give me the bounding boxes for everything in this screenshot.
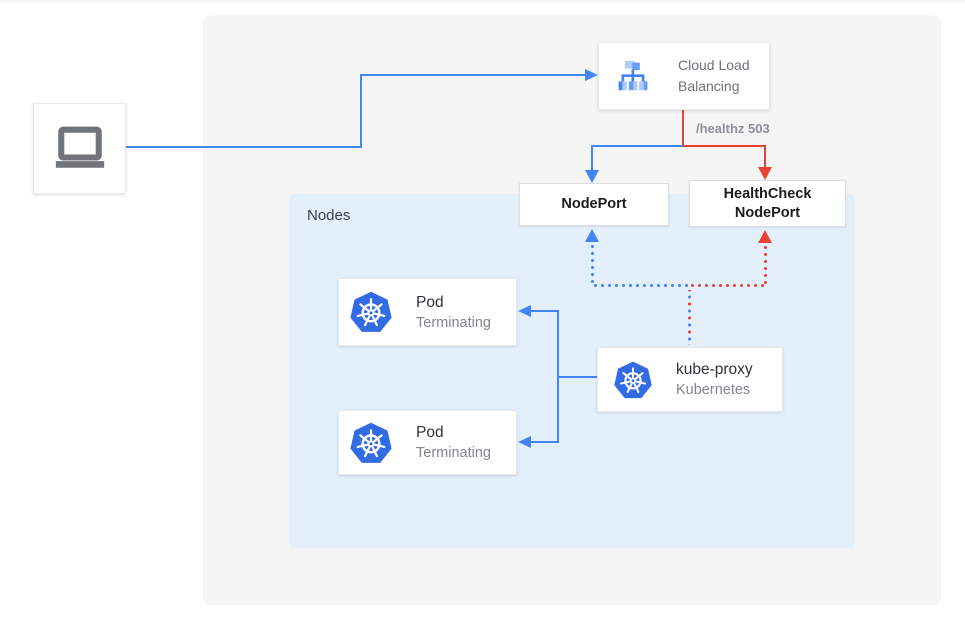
line-segment bbox=[591, 145, 683, 147]
line-segment bbox=[683, 145, 766, 147]
arrowhead-up-icon bbox=[585, 229, 599, 242]
arrowhead-left-icon bbox=[518, 305, 531, 317]
arrowhead-down-icon bbox=[758, 167, 772, 180]
kube-proxy-subtitle: Kubernetes bbox=[676, 382, 751, 398]
pod-title: Pod bbox=[416, 424, 444, 441]
line-segment bbox=[360, 74, 586, 76]
healthcheck-nodeport-node: HealthCheck NodePort bbox=[689, 180, 846, 227]
line-segment bbox=[530, 310, 559, 312]
line-segment bbox=[360, 74, 362, 148]
kube-proxy-node: kube-proxy Kubernetes bbox=[597, 347, 783, 412]
pod-node: Pod Terminating bbox=[338, 410, 517, 475]
dotted-segment bbox=[688, 290, 691, 345]
pod-status-label: Terminating bbox=[416, 314, 491, 331]
line-segment bbox=[764, 145, 766, 168]
arrowhead-right-icon bbox=[585, 69, 598, 81]
dotted-segment bbox=[689, 284, 766, 287]
arrowhead-down-icon bbox=[585, 170, 599, 183]
kube-proxy-title: kube-proxy bbox=[676, 361, 753, 378]
cloud-load-balancing-icon bbox=[618, 61, 648, 91]
line-segment bbox=[126, 146, 362, 148]
kubernetes-logo-icon bbox=[350, 422, 392, 463]
cloud-load-balancing-node: Cloud Load Balancing bbox=[598, 42, 770, 110]
line-segment bbox=[530, 441, 559, 443]
line-segment bbox=[591, 145, 593, 171]
pod-status-label: Terminating bbox=[416, 445, 491, 461]
dotted-segment bbox=[764, 244, 767, 285]
line-segment bbox=[557, 376, 597, 378]
top-border bbox=[0, 0, 965, 3]
arrowhead-left-icon bbox=[518, 436, 531, 448]
laptop-icon bbox=[55, 126, 104, 168]
pod-title: Pod bbox=[416, 293, 444, 311]
line-segment bbox=[557, 310, 559, 443]
load-balancer-label: Cloud Load Balancing bbox=[678, 57, 750, 94]
dotted-segment bbox=[591, 243, 594, 285]
pod-node: Pod Terminating bbox=[338, 278, 517, 346]
healthz-status-label: /healthz 503 bbox=[696, 121, 770, 136]
nodeport-node: NodePort bbox=[519, 183, 669, 226]
client-node bbox=[33, 103, 126, 194]
kubernetes-logo-icon bbox=[614, 361, 652, 398]
nodes-group-label: Nodes bbox=[307, 207, 351, 224]
arrowhead-up-icon bbox=[758, 230, 772, 243]
line-segment bbox=[682, 110, 684, 147]
dotted-segment bbox=[592, 284, 689, 287]
kubernetes-logo-icon bbox=[350, 291, 392, 332]
